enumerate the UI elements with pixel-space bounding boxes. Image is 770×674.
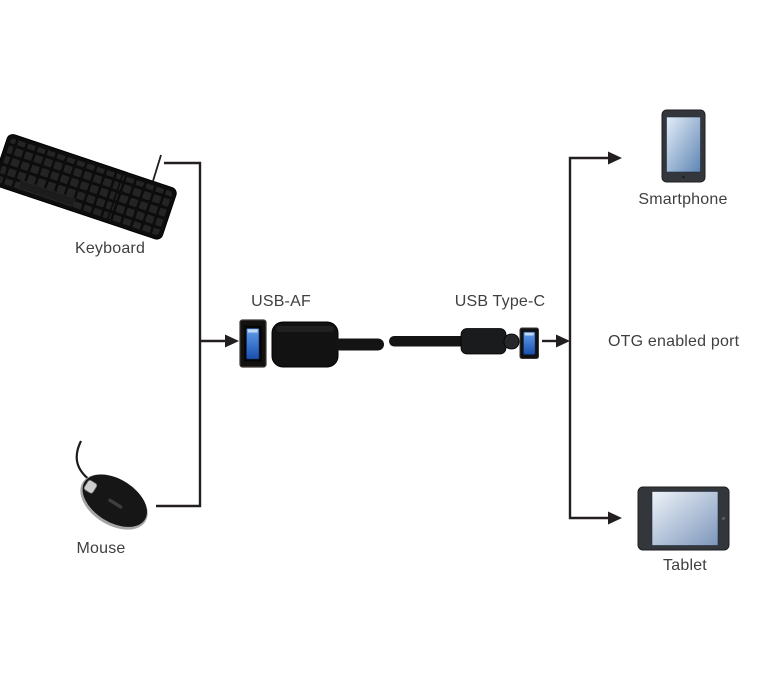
right-bracket-line <box>568 156 610 520</box>
arrow-to-adapter-head <box>225 334 239 348</box>
tablet-label: Tablet <box>663 557 707 574</box>
smartphone-label: Smartphone <box>638 191 728 208</box>
mouse-scroll-wheel <box>83 480 98 494</box>
usb-type-c-cable-image <box>389 328 520 355</box>
left-bracket-line <box>156 161 202 508</box>
arrow-to-smartphone-head <box>608 151 622 165</box>
smartphone-home-button <box>681 174 686 180</box>
tablet-camera-dot <box>721 516 726 521</box>
usb-af-label: USB-AF <box>251 293 311 310</box>
tablet-icon <box>637 486 730 551</box>
usb-type-c-plug <box>460 328 507 355</box>
keyboard-label: Keyboard <box>74 240 146 257</box>
smartphone-icon <box>661 109 706 183</box>
otg-port-label: OTG enabled port <box>608 333 740 350</box>
usb-port-icon-small <box>519 327 539 359</box>
mouse-label: Mouse <box>76 540 126 557</box>
arrow-to-otg-head <box>556 334 570 348</box>
mouse-logo-mark <box>108 498 123 509</box>
keyboard-cable-line <box>152 154 162 182</box>
usb-type-c-plug-tip <box>503 333 520 350</box>
keyboard-image <box>0 134 177 240</box>
mouse-image <box>75 440 148 530</box>
arrow-to-tablet-head <box>608 511 622 525</box>
usb-af-port-icon <box>239 319 267 368</box>
usb-adapter-image <box>271 321 384 368</box>
usb-type-c-label: USB Type-C <box>454 293 546 310</box>
